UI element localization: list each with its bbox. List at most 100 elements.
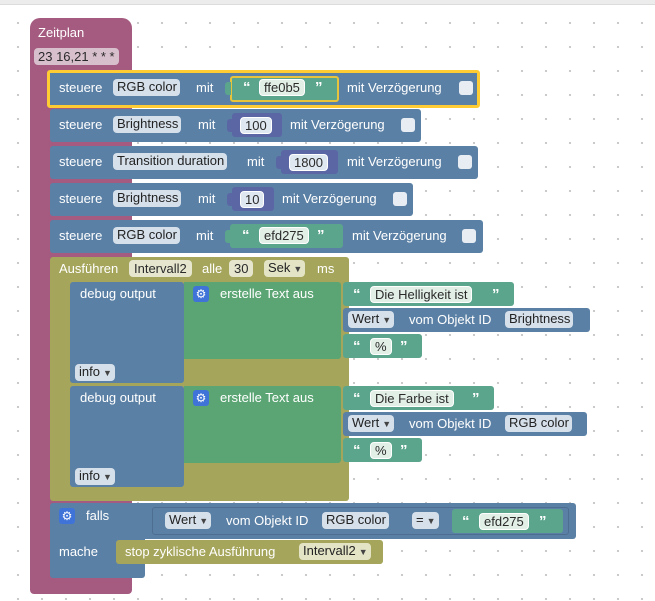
- schedule-cron-field[interactable]: 23 16,21 * * *: [34, 48, 119, 65]
- control-target-dropdown[interactable]: RGB color: [113, 79, 180, 96]
- delay-checkbox[interactable]: [393, 192, 407, 206]
- schedule-title: Zeitplan: [38, 25, 85, 40]
- control-target-dropdown[interactable]: Brightness: [113, 116, 182, 133]
- chevron-down-icon: ▼: [293, 264, 303, 274]
- if-label: falls: [86, 508, 110, 523]
- dropdown-text: RGB color: [326, 512, 386, 527]
- value-connector: [227, 119, 233, 132]
- value-connector: [227, 193, 233, 206]
- object-id-field[interactable]: RGB color: [322, 512, 389, 529]
- control-label: steuere: [59, 191, 103, 206]
- dropdown-text: Brightness: [509, 311, 571, 326]
- chevron-down-icon: ▼: [358, 547, 368, 557]
- quote-close-icon: ”: [472, 390, 480, 407]
- debug-level-dropdown[interactable]: info▼: [75, 468, 115, 485]
- number-value-field[interactable]: 100: [240, 117, 272, 134]
- control-label: steuere: [59, 117, 103, 132]
- gear-icon[interactable]: ⚙: [193, 286, 209, 302]
- quote-close-icon: ”: [400, 338, 408, 355]
- stop-interval-dropdown[interactable]: Intervall2▼: [299, 543, 371, 560]
- interval-name-field[interactable]: Intervall2: [129, 260, 192, 277]
- text-join-block-1[interactable]: [184, 282, 341, 359]
- delay-checkbox[interactable]: [401, 118, 415, 132]
- every-label: alle: [202, 261, 223, 276]
- value-connector: [225, 82, 231, 95]
- dropdown-text: Intervall2: [303, 543, 356, 558]
- do-label: mache: [59, 544, 99, 559]
- control-target-dropdown[interactable]: Brightness: [113, 190, 182, 207]
- delay-label: mit Verzögerung: [347, 154, 442, 169]
- gear-icon[interactable]: ⚙: [59, 508, 75, 524]
- gear-icon[interactable]: ⚙: [193, 390, 209, 406]
- dropdown-text: Wert: [352, 311, 380, 326]
- interval-unit-dropdown[interactable]: Sek▼: [264, 260, 306, 277]
- text-value-field[interactable]: ffe0b5: [259, 79, 305, 96]
- dropdown-text: Wert: [352, 415, 380, 430]
- text-value-field[interactable]: Die Helligkeit ist: [370, 286, 473, 303]
- value-connector: [225, 230, 231, 243]
- make-text-label: erstelle Text aus: [220, 390, 314, 405]
- quote-open-icon: “: [353, 286, 361, 303]
- text-value-field[interactable]: %: [370, 338, 392, 355]
- control-target-dropdown[interactable]: Transition duration: [113, 153, 228, 170]
- with-label: mit: [247, 154, 265, 169]
- chevron-down-icon: ▼: [102, 472, 112, 482]
- chevron-down-icon: ▼: [426, 516, 436, 526]
- chevron-down-icon: ▼: [199, 516, 209, 526]
- ms-label: ms: [317, 261, 335, 276]
- dropdown-text: info: [79, 468, 100, 483]
- quote-open-icon: “: [242, 227, 250, 244]
- dropdown-text: RGB color: [117, 227, 177, 242]
- text-value-field[interactable]: Die Farbe ist: [370, 390, 454, 407]
- execute-label: Ausführen: [59, 261, 119, 276]
- delay-label: mit Verzögerung: [347, 80, 442, 95]
- stop-label: stop zyklische Ausführung: [125, 544, 276, 559]
- value-field-dropdown[interactable]: Wert▼: [348, 415, 395, 432]
- text-value-field[interactable]: efd275: [259, 227, 309, 244]
- debug-label: debug output: [80, 286, 156, 301]
- with-label: mit: [196, 80, 214, 95]
- text-value-field[interactable]: %: [370, 442, 392, 459]
- interval-value-field[interactable]: 30: [229, 260, 254, 277]
- value-field-dropdown[interactable]: Wert▼: [165, 512, 212, 529]
- dropdown-text: Transition duration: [117, 153, 225, 168]
- dropdown-text: RGB color: [117, 79, 177, 94]
- quote-open-icon: “: [353, 442, 361, 459]
- chevron-down-icon: ▼: [382, 315, 392, 325]
- control-label: steuere: [59, 228, 103, 243]
- with-label: mit: [196, 228, 214, 243]
- quote-open-icon: “: [353, 390, 361, 407]
- number-value-field[interactable]: 1800: [289, 154, 328, 171]
- delay-checkbox[interactable]: [458, 155, 472, 169]
- object-id-field[interactable]: Brightness: [505, 311, 574, 328]
- quote-close-icon: ”: [315, 79, 323, 96]
- dropdown-text: Sek: [268, 260, 291, 275]
- dropdown-text: info: [79, 364, 100, 379]
- operator-dropdown[interactable]: =▼: [412, 512, 439, 529]
- dropdown-text: Wert: [169, 512, 197, 527]
- value-connector: [276, 156, 282, 169]
- quote-close-icon: ”: [492, 286, 500, 303]
- dropdown-text: Brightness: [117, 116, 179, 131]
- chevron-down-icon: ▼: [102, 368, 112, 378]
- with-label: mit: [198, 191, 216, 206]
- text-join-block-2[interactable]: [184, 386, 341, 463]
- delay-checkbox[interactable]: [462, 229, 476, 243]
- quote-close-icon: ”: [317, 227, 325, 244]
- quote-close-icon: ”: [400, 442, 408, 459]
- control-label: steuere: [59, 80, 103, 95]
- quote-open-icon: “: [243, 79, 251, 96]
- value-field-dropdown[interactable]: Wert▼: [348, 311, 395, 328]
- object-id-field[interactable]: RGB color: [505, 415, 572, 432]
- with-label: mit: [198, 117, 216, 132]
- make-text-label: erstelle Text aus: [220, 286, 314, 301]
- number-value-field[interactable]: 10: [240, 191, 265, 208]
- delay-label: mit Verzögerung: [290, 117, 385, 132]
- control-label: steuere: [59, 154, 103, 169]
- control-target-dropdown[interactable]: RGB color: [113, 227, 180, 244]
- text-value-field[interactable]: efd275: [479, 513, 529, 530]
- debug-level-dropdown[interactable]: info▼: [75, 364, 115, 381]
- debug-label: debug output: [80, 390, 156, 405]
- chevron-down-icon: ▼: [382, 419, 392, 429]
- delay-checkbox[interactable]: [459, 81, 473, 95]
